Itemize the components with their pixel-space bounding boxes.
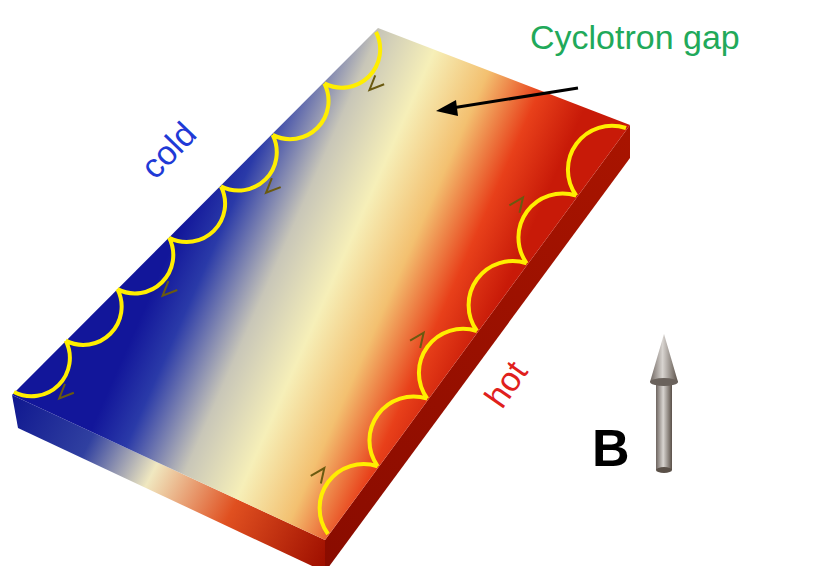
leader-line (452, 88, 578, 108)
orbit-arrowhead (369, 75, 384, 90)
skipping-orbits (14, 32, 626, 534)
orbit-arrowhead (266, 178, 281, 193)
orbit-arrowhead (59, 384, 74, 399)
orbit-arrowhead (410, 333, 424, 348)
orbit-arrowhead (509, 197, 523, 212)
callout-label: Cyclotron gap (530, 20, 740, 54)
leader-arrowhead (436, 100, 458, 116)
field-arrow-base (656, 467, 672, 473)
field-arrow-head-base (650, 378, 678, 386)
orbit-arrowhead (163, 281, 178, 296)
orbit-arrowhead (311, 468, 325, 483)
slab-top-face (12, 28, 630, 540)
orbit-path (320, 126, 626, 534)
field-arrow-head (650, 334, 678, 382)
field-arrow-shaft (656, 378, 672, 470)
field-label: B (592, 422, 630, 474)
orbit-path (14, 32, 380, 396)
edge-label: cold (134, 116, 202, 184)
edge-label: hot (479, 355, 534, 413)
